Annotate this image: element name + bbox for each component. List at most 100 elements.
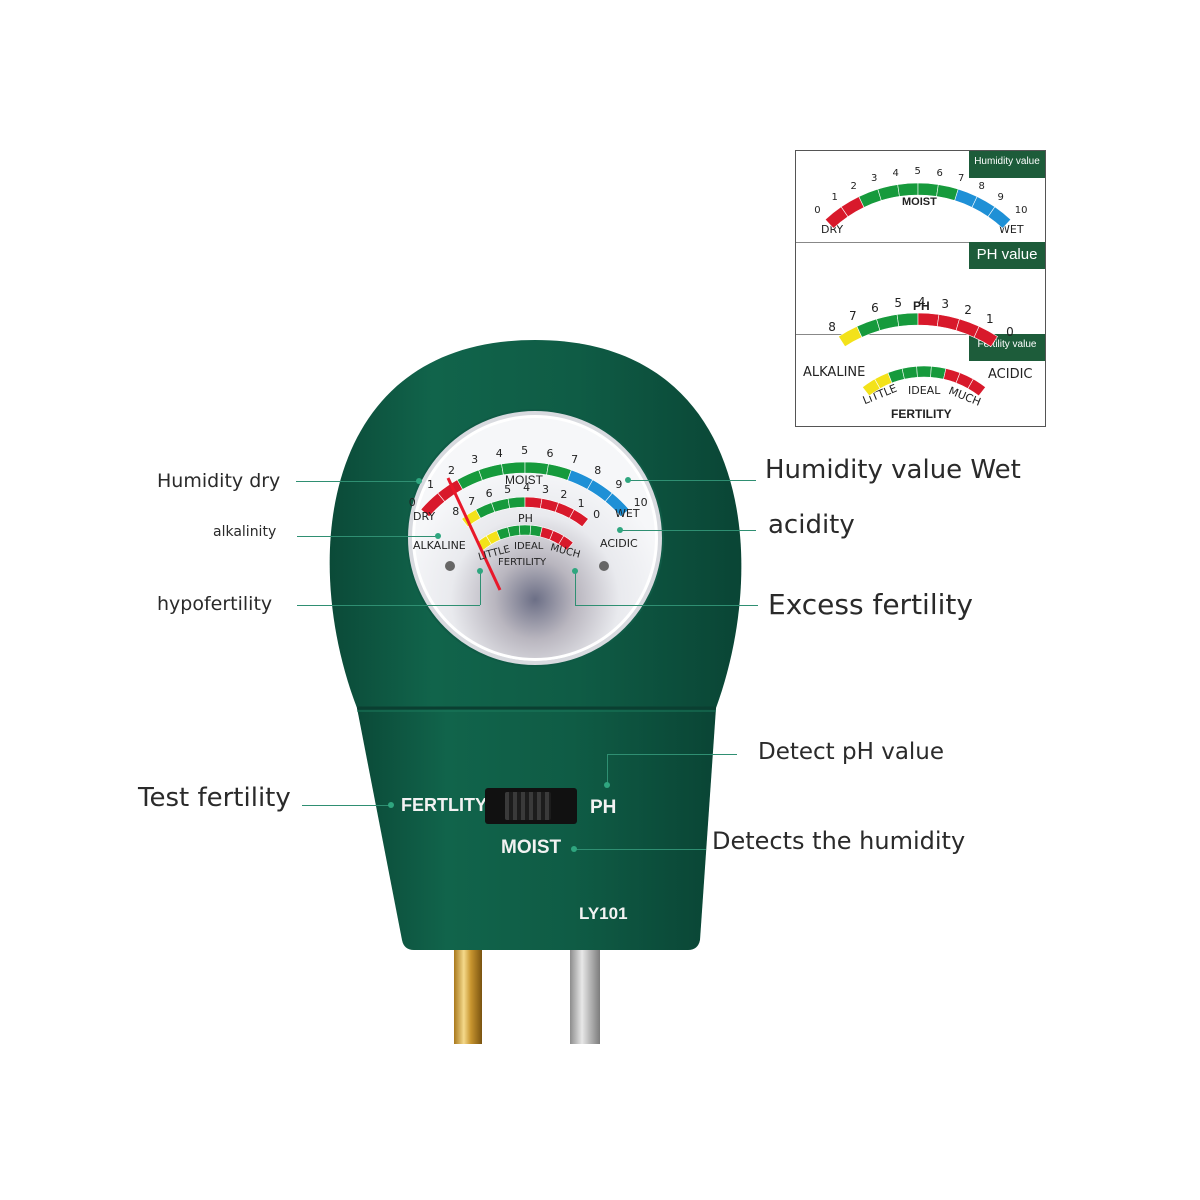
legend-moist-tick: 6	[936, 167, 943, 179]
legend-ideal-label: IDEAL	[908, 384, 941, 397]
legend-ph-tick: 1	[985, 312, 994, 327]
legend-moist-label: MOIST	[902, 196, 937, 208]
leader-detect-humidity	[574, 849, 706, 850]
leader-excess-fertility	[575, 605, 758, 606]
gauge-moist-tick: 5	[521, 444, 529, 458]
gauge-ph-label: PH	[518, 512, 533, 525]
legend-fertility-label: FERTILITY	[891, 407, 952, 421]
leader-hypofertility	[297, 605, 480, 606]
legend-ph-tag: PH value	[969, 242, 1045, 269]
copper-probe	[454, 948, 482, 1044]
gauge-acidic-label: ACIDIC	[600, 537, 638, 550]
legend-moist-tick: 3	[871, 172, 878, 184]
callout-hypofertility: hypofertility	[157, 593, 273, 615]
legend-ph-tick: 7	[849, 308, 857, 323]
gauge-ph-tick: 8	[452, 505, 460, 519]
legend-moist-tick: 0	[814, 205, 821, 217]
legend-moist-tick: 9	[997, 191, 1004, 203]
gauge-moist-tick: 0	[408, 495, 416, 509]
gauge-ph-tick: 3	[542, 483, 550, 497]
gauge-moist-segment	[478, 463, 504, 481]
leader-excess-fertility-v	[575, 570, 576, 605]
gauge-window	[408, 411, 662, 665]
switch-fertility-label: FERTLITY	[401, 795, 487, 815]
gauge-moist-tick: 8	[594, 463, 602, 477]
callout-detect-ph: Detect pH value	[758, 739, 945, 765]
scale-legend-panel: Humidity value MOIST DRY WET PH value PH…	[795, 150, 1046, 427]
legend-humidity-tag: Humidity value	[969, 151, 1045, 178]
gauge-ph-segment	[491, 498, 510, 513]
leader-humidity-dry	[296, 481, 418, 482]
callout-humidity-wet: Humidity value Wet	[765, 455, 1021, 485]
gauge-moist-tick: 9	[615, 477, 623, 491]
legend-ph-tick: 5	[894, 296, 902, 310]
leader-humidity-wet	[628, 480, 756, 481]
callout-test-fertility: Test fertility	[138, 783, 291, 813]
legend-moist-tick: 5	[914, 166, 921, 177]
legend-fertility-segment	[967, 378, 986, 397]
gauge-alkaline-label: ALKALINE	[413, 539, 466, 552]
gauge-fertility-segment	[507, 524, 521, 538]
legend-arcs	[824, 182, 1012, 397]
leader-test-fertility	[302, 805, 390, 806]
gauge-moist-tick: 4	[495, 446, 503, 460]
mode-switch[interactable]	[485, 788, 577, 824]
leader-detect-ph	[607, 754, 737, 755]
legend-moist-tick: 2	[850, 180, 857, 192]
leader-dot	[604, 782, 610, 788]
switch-moist-label: MOIST	[501, 837, 562, 858]
model-label: LY101	[579, 904, 628, 923]
gauge-screw-right	[599, 561, 609, 571]
gauge-fertility-segment	[518, 524, 532, 536]
legend-ph-tick: 6	[871, 300, 879, 315]
leader-dot	[416, 478, 422, 484]
legend-fertility: Fertility value ALKALINE ACIDIC LITTLE I…	[796, 334, 1045, 426]
callout-excess-fertility: Excess fertility	[768, 588, 973, 621]
gauge-moist-tick: 2	[448, 463, 455, 477]
legend-ph-segment	[973, 326, 998, 348]
gauge-ph-tick: 2	[560, 488, 568, 502]
legend-moist-tick: 10	[1014, 205, 1028, 217]
leader-acidity	[620, 530, 756, 531]
legend-ph-label: PH	[913, 299, 930, 313]
legend-ph: PH value PH	[796, 242, 1045, 335]
gauge-ph-segment	[568, 509, 589, 528]
gauge-dry-label: DRY	[413, 510, 436, 523]
gauge-moist-tick: 1	[426, 477, 434, 491]
leader-dot	[477, 568, 483, 574]
steel-probe	[570, 948, 600, 1044]
leader-dot	[617, 527, 623, 533]
leader-detect-ph-v	[607, 754, 608, 784]
leader-dot	[571, 846, 577, 852]
mode-switch-knob[interactable]	[505, 792, 551, 820]
gauge-fertility-segment	[558, 535, 574, 551]
gauge-ph-tick: 4	[523, 481, 531, 495]
gauge-moist-tick: 3	[471, 453, 479, 467]
gauge-ph-tick: 7	[468, 494, 476, 508]
legend-moist-tick: 8	[978, 180, 985, 192]
legend-ph-tick: 2	[964, 303, 972, 318]
callout-alkalinity: alkalinity	[213, 524, 277, 540]
legend-acidic-label: ACIDIC	[988, 367, 1033, 382]
legend-humidity: Humidity value MOIST DRY WET	[796, 151, 1045, 243]
gauge-moist-tick: 7	[571, 453, 579, 467]
leader-dot	[572, 568, 578, 574]
legend-moist-tick: 7	[957, 172, 965, 184]
gauge-moist-tick: 10	[633, 495, 648, 509]
legend-ph-tick: 4	[917, 294, 926, 309]
leader-hypofertility-v	[480, 570, 481, 605]
legend-moist-tick: 1	[831, 191, 838, 203]
gauge-fertility-label: FERTILITY	[498, 557, 547, 565]
legend-dry-label: DRY	[821, 223, 844, 236]
gauge-ph-tick: 1	[577, 496, 585, 510]
legend-moist-segment	[987, 206, 1012, 229]
gauge-ph-tick: 0	[593, 507, 601, 521]
legend-ph-tick: 0	[1006, 324, 1014, 339]
gauge-moist-segment	[456, 469, 483, 490]
callout-acidity: acidity	[768, 510, 855, 540]
gauge-moist-segment	[546, 463, 572, 481]
gauge-screw-left	[445, 561, 455, 571]
